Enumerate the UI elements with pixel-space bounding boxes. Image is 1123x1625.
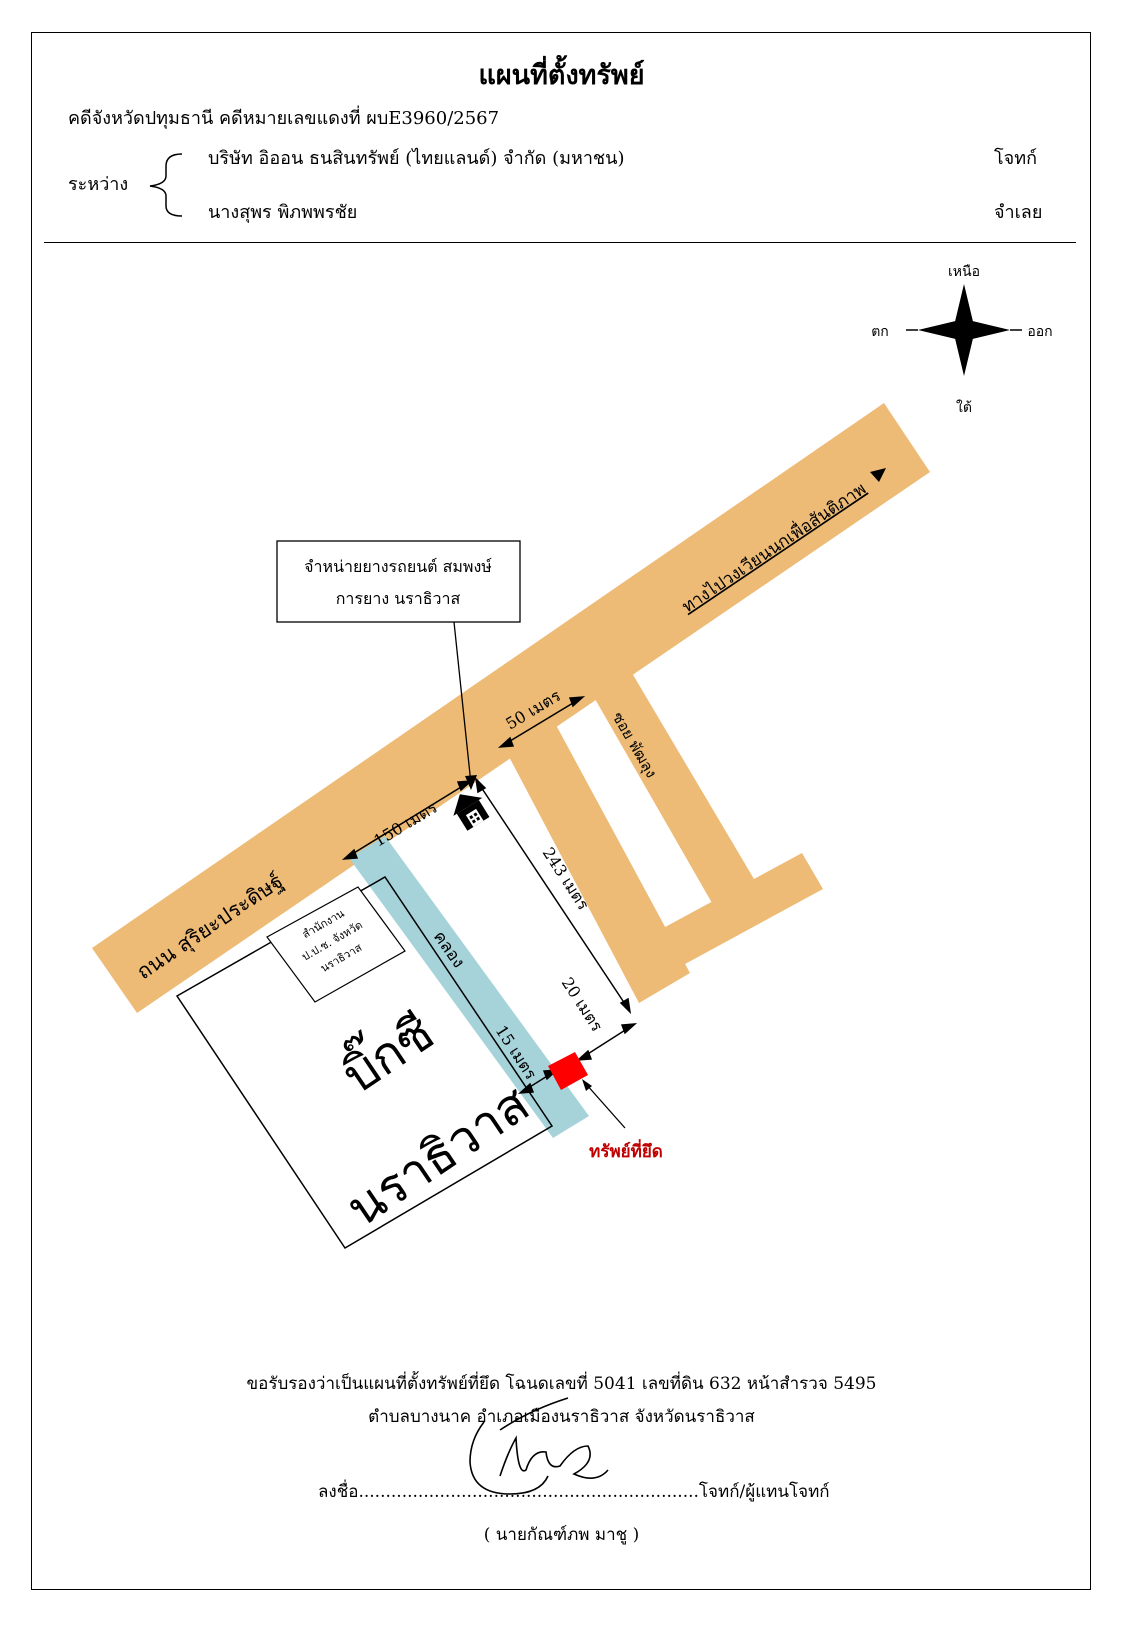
landmark-line2: การยาง นราธิวาส bbox=[336, 589, 461, 608]
property-label: ทรัพย์ที่ยึด bbox=[589, 1139, 663, 1162]
compass-south: ใต้ bbox=[956, 399, 972, 416]
document-frame bbox=[31, 32, 1091, 1590]
certification-line1: ขอรับรองว่าเป็นแผนที่ตั้งทรัพย์ที่ยึด โฉ… bbox=[246, 1374, 877, 1394]
sign-dots: ........................................… bbox=[358, 1482, 699, 1502]
distance-arrows bbox=[341, 696, 638, 1094]
signature-line: ลงชื่อ..................................… bbox=[318, 1484, 830, 1501]
house-icon bbox=[453, 794, 490, 831]
plaintiff-name: บริษัท อิออน ธนสินทรัพย์ (ไทยแลนด์) จำกั… bbox=[208, 148, 625, 169]
landmark-line1: จำหน่ายยางรถยนต์ สมพงษ์ bbox=[304, 557, 492, 576]
case-line: คดีจังหวัดปทุมธานี คดีหมายเลขแดงที่ ผบE3… bbox=[68, 108, 500, 129]
defendant-role: จำเลย bbox=[994, 202, 1043, 223]
office-building bbox=[266, 886, 406, 1003]
compass-rose-icon bbox=[906, 284, 1022, 376]
sign-role: โจทก์/ผู้แทนโจทก์ bbox=[698, 1482, 830, 1502]
seized-property-marker bbox=[548, 1052, 588, 1090]
soi-road bbox=[507, 725, 690, 1003]
signer-name: ( นายกัณฑ์ภพ มาชู ) bbox=[483, 1525, 640, 1545]
main-road bbox=[92, 403, 930, 1013]
side-road-vertical bbox=[591, 668, 754, 903]
bigc-line1: บิ๊กซี bbox=[328, 997, 444, 1105]
page-title: แผนที่ตั้งทรัพย์ bbox=[478, 60, 645, 91]
side-road-horizontal bbox=[630, 853, 823, 982]
property-pointer-head bbox=[582, 1079, 592, 1091]
landmark-pointer bbox=[453, 621, 472, 785]
property-pointer bbox=[585, 1083, 626, 1129]
defendant-name: นางสุพร พิภพพรชัย bbox=[208, 202, 358, 223]
landmark-box bbox=[276, 540, 521, 623]
sign-prefix: ลงชื่อ bbox=[318, 1482, 359, 1502]
direction-arrow-icon bbox=[870, 468, 886, 482]
header-divider bbox=[44, 242, 1076, 243]
compass-east: ออก bbox=[1027, 324, 1052, 340]
landmark-pointer-head bbox=[465, 775, 477, 790]
between-label: ระหว่าง bbox=[68, 174, 129, 195]
brace-icon bbox=[149, 153, 183, 217]
certification-line2: ตำบลบางนาค อำเภอเมืองนราธิวาส จังหวัดนรา… bbox=[368, 1407, 755, 1427]
compass-north: เหนือ bbox=[948, 264, 980, 280]
plaintiff-role: โจทก์ bbox=[994, 148, 1037, 169]
compass-west: ตก bbox=[871, 324, 889, 340]
dist-20-label: 20 เมตร bbox=[558, 974, 607, 1035]
canal bbox=[349, 836, 589, 1138]
signature-icon bbox=[469, 1397, 609, 1495]
